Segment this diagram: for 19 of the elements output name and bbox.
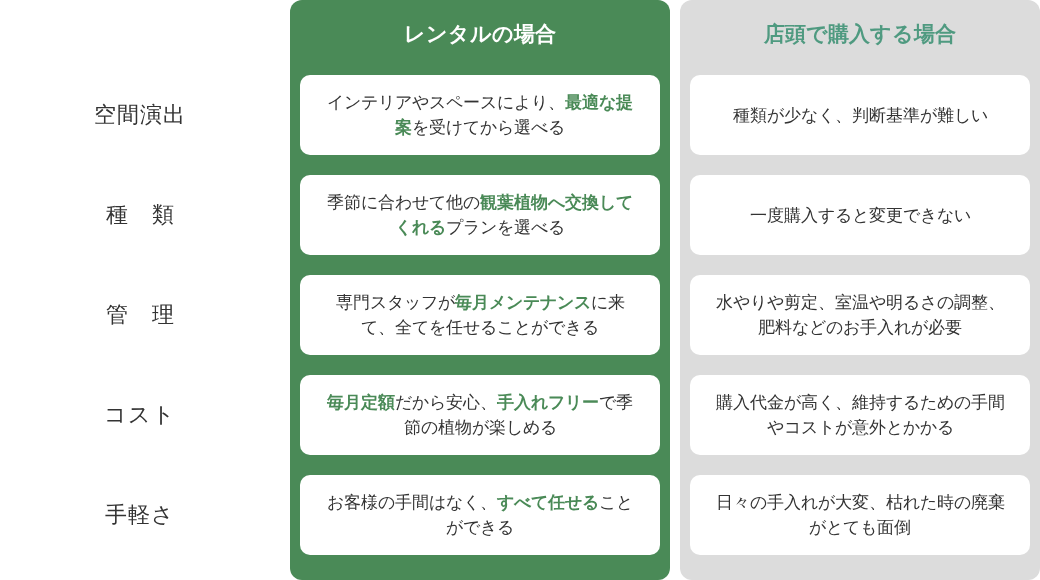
comparison-card: 一度購入すると変更できない	[690, 175, 1030, 255]
column-heading: 店頭で購入する場合	[763, 21, 957, 48]
comparison-card: 種類が少なく、判断基準が難しい	[690, 75, 1030, 155]
row-label: 種 類	[105, 201, 175, 229]
comparison-card: 毎月定額だから安心、手入れフリーで季節の植物が楽しめる	[300, 375, 660, 455]
row-label: 管 理	[105, 301, 175, 329]
comparison-card: お客様の手間はなく、すべて任せることができる	[300, 475, 660, 555]
column-panel	[680, 0, 1040, 580]
row-label: コスト	[104, 401, 176, 429]
comparison-card: 季節に合わせて他の観葉植物へ交換してくれるプランを選べる	[300, 175, 660, 255]
comparison-card: インテリアやスペースにより、最適な提案を受けてから選べる	[300, 75, 660, 155]
column-heading: レンタルの場合	[403, 21, 557, 48]
comparison-card: 専門スタッフが毎月メンテナンスに来て、全てを任せることができる	[300, 275, 660, 355]
comparison-card: 日々の手入れが大変、枯れた時の廃棄がとても面倒	[690, 475, 1030, 555]
comparison-card: 水やりや剪定、室温や明るさの調整、肥料などのお手入れが必要	[690, 275, 1030, 355]
row-label: 手軽さ	[105, 501, 175, 529]
column-panel	[290, 0, 670, 580]
comparison-card: 購入代金が高く、維持するための手間やコストが意外とかかる	[690, 375, 1030, 455]
row-label: 空間演出	[94, 101, 186, 129]
